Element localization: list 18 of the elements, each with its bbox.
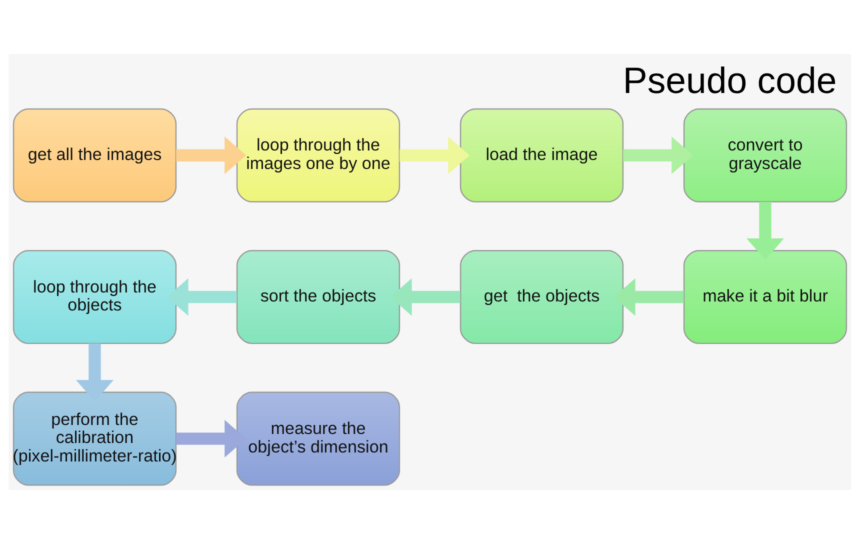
node-box: loop through the images one by one	[236, 108, 400, 202]
node-box: measure the object’s dimension	[236, 391, 400, 486]
node-box: get all the images	[12, 108, 177, 202]
node-box: loop through the objects	[12, 250, 177, 344]
node-box: sort the objects	[236, 250, 400, 344]
node-box: convert to grayscale	[683, 108, 848, 202]
arrow	[623, 136, 694, 174]
arrow	[746, 201, 784, 260]
arrow	[614, 278, 684, 316]
arrow	[400, 136, 470, 174]
arrow	[390, 278, 460, 316]
arrow	[176, 136, 246, 174]
node-box: make it a bit blur	[683, 250, 848, 344]
diagram-title: Pseudo code	[622, 60, 837, 101]
arrow	[166, 278, 237, 316]
node-box: get the objects	[460, 250, 624, 344]
node-box: perform the calibration (pixel-millimeter-ratio)	[12, 391, 177, 486]
node-box: load the image	[460, 108, 624, 202]
